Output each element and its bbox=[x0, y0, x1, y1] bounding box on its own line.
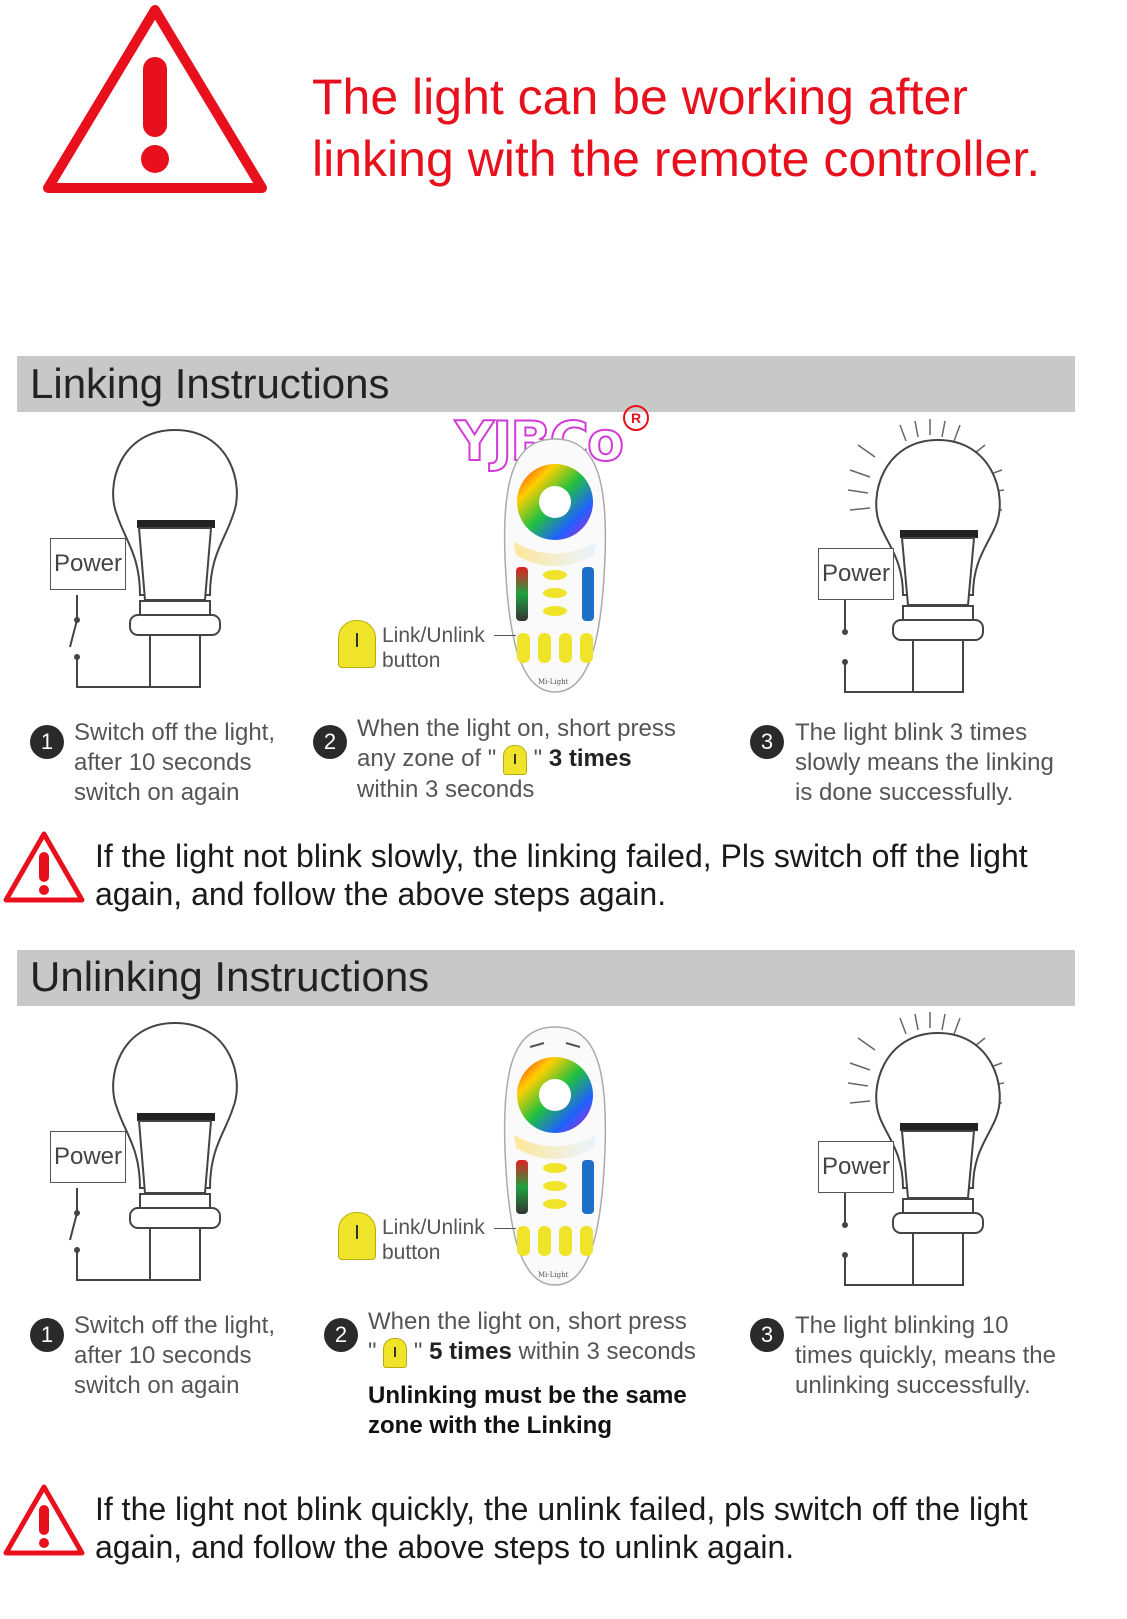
step-line: switch on again bbox=[74, 779, 240, 806]
linking-section-bar bbox=[17, 356, 1075, 412]
link-unlink-label-line2: button bbox=[382, 649, 441, 672]
remote-brand-label: Mi-Light bbox=[538, 1271, 569, 1279]
time-window: within 3 seconds bbox=[511, 1338, 696, 1365]
leader-line bbox=[494, 635, 516, 636]
link-unlink-button-icon bbox=[338, 620, 376, 668]
step-line: When the light on, short press bbox=[368, 1308, 687, 1335]
step-line: The light blinking 10 bbox=[795, 1312, 1009, 1339]
press-count: 3 times bbox=[542, 745, 632, 772]
link-unlink-label-line1: Link/Unlink bbox=[382, 624, 485, 647]
unlinking-step-3: The light blinking 10 times quickly, mea… bbox=[795, 1311, 1056, 1401]
power-label-1: Power bbox=[50, 538, 126, 590]
unlinking-step-1: Switch off the light, after 10 seconds s… bbox=[74, 1311, 275, 1401]
bulb-blinking-illustration bbox=[842, 1012, 1005, 1286]
step-line: The light blink 3 times bbox=[795, 719, 1028, 746]
step-line: Switch off the light, bbox=[74, 719, 275, 746]
headline: The light can be working after linking w… bbox=[312, 66, 1112, 190]
quote-open: " bbox=[368, 1338, 377, 1365]
link-unlink-label-line2: button bbox=[382, 1241, 441, 1264]
unlinking-section-bar bbox=[17, 950, 1075, 1006]
step-line: times quickly, means the bbox=[795, 1342, 1056, 1369]
step-line: unlinking successfully. bbox=[795, 1372, 1031, 1399]
step-line: switch on again bbox=[74, 1372, 240, 1399]
linking-step-2: When the light on, short press any zone … bbox=[357, 714, 676, 805]
link-button-inline-icon bbox=[502, 744, 527, 775]
quote-close: " bbox=[413, 1338, 423, 1365]
step-1-number: 1 bbox=[30, 725, 64, 759]
note-line: zone with the Linking bbox=[368, 1412, 612, 1439]
step-line: after 10 seconds bbox=[74, 749, 252, 776]
step-3-number: 3 bbox=[750, 1318, 784, 1352]
unlinking-title: Unlinking Instructions bbox=[30, 953, 430, 1000]
link-unlink-label: Link/Unlink button bbox=[382, 1215, 485, 1265]
linking-title: Linking Instructions bbox=[30, 360, 390, 407]
power-label-3: Power bbox=[818, 548, 894, 600]
link-unlink-label-line1: Link/Unlink bbox=[382, 1216, 485, 1239]
registered-mark-icon: R bbox=[623, 405, 649, 431]
unlinking-zone-note: Unlinking must be the same zone with the… bbox=[368, 1381, 687, 1441]
quote-open: any zone of " bbox=[357, 745, 497, 772]
warning-triangle-icon bbox=[3, 831, 85, 903]
warning-line: If the light not blink slowly, the linki… bbox=[95, 838, 1028, 874]
warning-line: If the light not blink quickly, the unli… bbox=[95, 1491, 1028, 1527]
link-unlink-button-icon bbox=[338, 1212, 376, 1260]
warning-line: again, and follow the above steps to unl… bbox=[95, 1529, 795, 1565]
link-button-inline-icon bbox=[383, 1337, 408, 1368]
linking-failure-warning: If the light not blink slowly, the linki… bbox=[95, 837, 1095, 913]
unlinking-step-2: When the light on, short press " " 5 tim… bbox=[368, 1307, 696, 1368]
power-label-3: Power bbox=[818, 1141, 894, 1193]
bulb-off-illustration bbox=[69, 428, 238, 688]
warning-triangle-icon bbox=[3, 1484, 85, 1556]
link-unlink-label: Link/Unlink button bbox=[382, 623, 485, 673]
linking-step-1: Switch off the light, after 10 seconds s… bbox=[74, 718, 275, 808]
step-line: When the light on, short press bbox=[357, 715, 676, 742]
step-line: slowly means the linking bbox=[795, 749, 1054, 776]
remote-controller-illustration bbox=[503, 438, 607, 693]
note-line: Unlinking must be the same bbox=[368, 1382, 687, 1409]
step-line-with-icon: any zone of " " 3 times bbox=[357, 744, 676, 775]
bulb-blinking-illustration bbox=[842, 419, 1005, 693]
remote-controller-illustration bbox=[503, 1026, 607, 1286]
quote-close: " bbox=[533, 745, 543, 772]
step-line: is done successfully. bbox=[795, 779, 1014, 806]
headline-line2: linking with the remote controller. bbox=[312, 131, 1041, 187]
step-1-number: 1 bbox=[30, 1318, 64, 1352]
step-line: within 3 seconds bbox=[357, 775, 535, 803]
step-line: after 10 seconds bbox=[74, 1342, 252, 1369]
step-2-number: 2 bbox=[313, 725, 347, 759]
step-line-with-icon: " " 5 times within 3 seconds bbox=[368, 1337, 696, 1368]
power-label-1: Power bbox=[50, 1131, 126, 1183]
warning-line: again, and follow the above steps again. bbox=[95, 876, 667, 912]
headline-line1: The light can be working after bbox=[312, 69, 968, 125]
press-count: 5 times bbox=[422, 1338, 512, 1365]
remote-brand-label: Mi-Light bbox=[538, 678, 569, 686]
unlinking-failure-warning: If the light not blink quickly, the unli… bbox=[95, 1490, 1095, 1566]
leader-line bbox=[494, 1228, 516, 1229]
warning-triangle-icon bbox=[43, 5, 267, 193]
step-2-number: 2 bbox=[324, 1318, 358, 1352]
bulb-off-illustration bbox=[69, 1021, 238, 1281]
linking-step-3: The light blink 3 times slowly means the… bbox=[795, 718, 1054, 808]
step-line: Switch off the light, bbox=[74, 1312, 275, 1339]
step-3-number: 3 bbox=[750, 725, 784, 759]
